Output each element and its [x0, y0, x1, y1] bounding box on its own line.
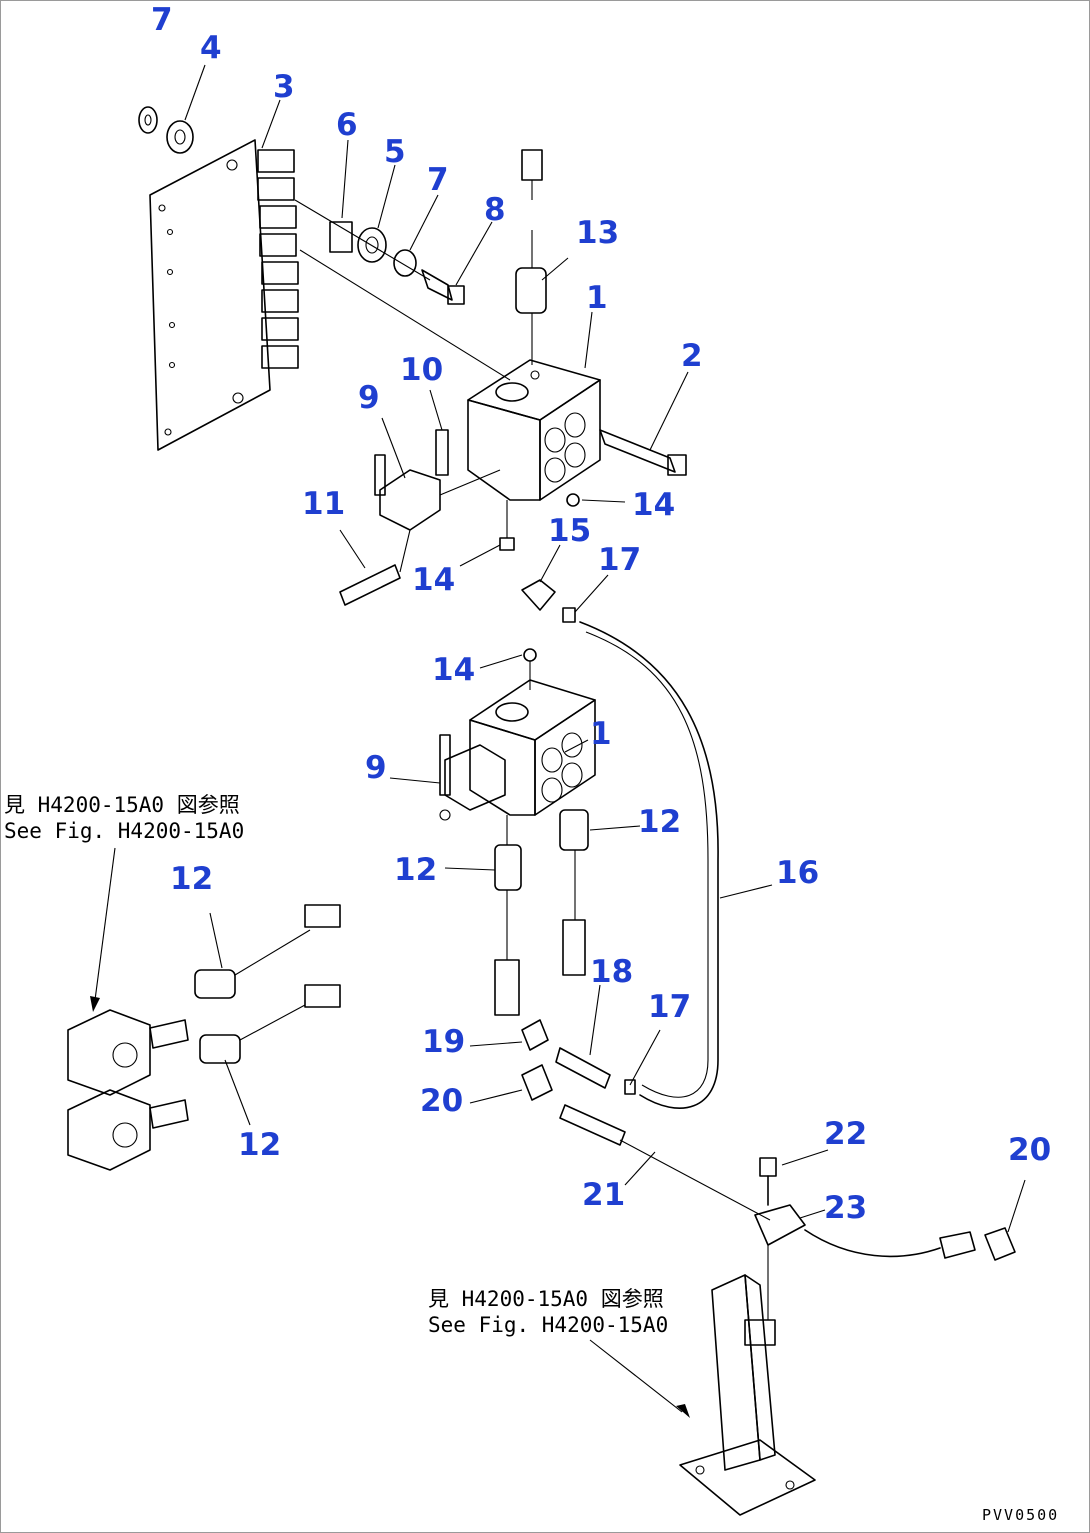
callout-2: 2	[681, 338, 703, 374]
callout-19: 19	[422, 1024, 465, 1060]
callout-16: 16	[776, 855, 819, 891]
reference-arrows	[90, 847, 690, 1418]
callout-5: 5	[384, 134, 406, 170]
callout-10: 10	[400, 352, 443, 388]
callout-15: 15	[548, 513, 591, 549]
reference-note-bottom-line1: 見 H4200-15A0 図参照	[428, 1287, 664, 1311]
side-solenoid-assembly	[67, 904, 341, 1171]
hose-16	[579, 621, 719, 1109]
support-stand	[679, 1274, 816, 1516]
callout-7: 7	[151, 2, 173, 38]
callout-12b: 12	[394, 852, 437, 888]
pressure-switches-12	[494, 809, 589, 1016]
callout-22: 22	[824, 1116, 867, 1152]
pipe-21	[619, 1139, 771, 1221]
lower-valve-block	[469, 648, 596, 816]
callout-1: 1	[586, 280, 608, 316]
callout-3: 3	[273, 69, 295, 105]
callout-18: 18	[590, 954, 633, 990]
callout-14c: 14	[432, 652, 475, 688]
callout-17a: 17	[598, 542, 641, 578]
callout-14a: 14	[632, 487, 675, 523]
callout-9: 9	[358, 380, 380, 416]
reference-note-left-line1: 見 H4200-15A0 図参照	[4, 793, 240, 817]
callout-1b: 1	[590, 716, 612, 752]
callout-12c: 12	[170, 861, 213, 897]
callout-20b: 20	[1008, 1132, 1051, 1168]
bolt-2	[599, 429, 687, 476]
callout-11: 11	[302, 486, 345, 522]
clamp-and-bolt	[754, 1157, 1016, 1320]
fittings-lower	[521, 1019, 636, 1146]
callout-12d: 12	[238, 1127, 281, 1163]
leader-lines	[184, 64, 1026, 1233]
figure-code: PVV0500	[982, 1506, 1059, 1524]
washer-and-spacer-set	[138, 106, 465, 305]
fittings-upper	[499, 493, 580, 623]
mounting-plate	[149, 139, 299, 451]
callout-13: 13	[576, 215, 619, 251]
callout-12a: 12	[638, 804, 681, 840]
reference-note-bottom-line2: See Fig. H4200-15A0	[428, 1313, 668, 1337]
callout-4: 4	[200, 30, 222, 66]
callout-8: 8	[484, 192, 506, 228]
callout-20a: 20	[420, 1083, 463, 1119]
callout-labels: 7 4 3 6 5 7 8 13 1 2 10 9 11 14 14 15 17…	[151, 2, 1051, 1226]
callout-6: 6	[336, 107, 358, 143]
reference-note-left-line2: See Fig. H4200-15A0	[4, 819, 244, 843]
solenoid-valve-lower	[439, 734, 506, 821]
upper-valve-block	[299, 249, 601, 501]
callout-17b: 17	[648, 989, 691, 1025]
callout-7b: 7	[427, 162, 449, 198]
callout-9b: 9	[365, 750, 387, 786]
pressure-sensor-13	[515, 149, 547, 365]
callout-21: 21	[582, 1177, 625, 1213]
callout-14b: 14	[412, 562, 455, 598]
callout-23: 23	[824, 1190, 867, 1226]
